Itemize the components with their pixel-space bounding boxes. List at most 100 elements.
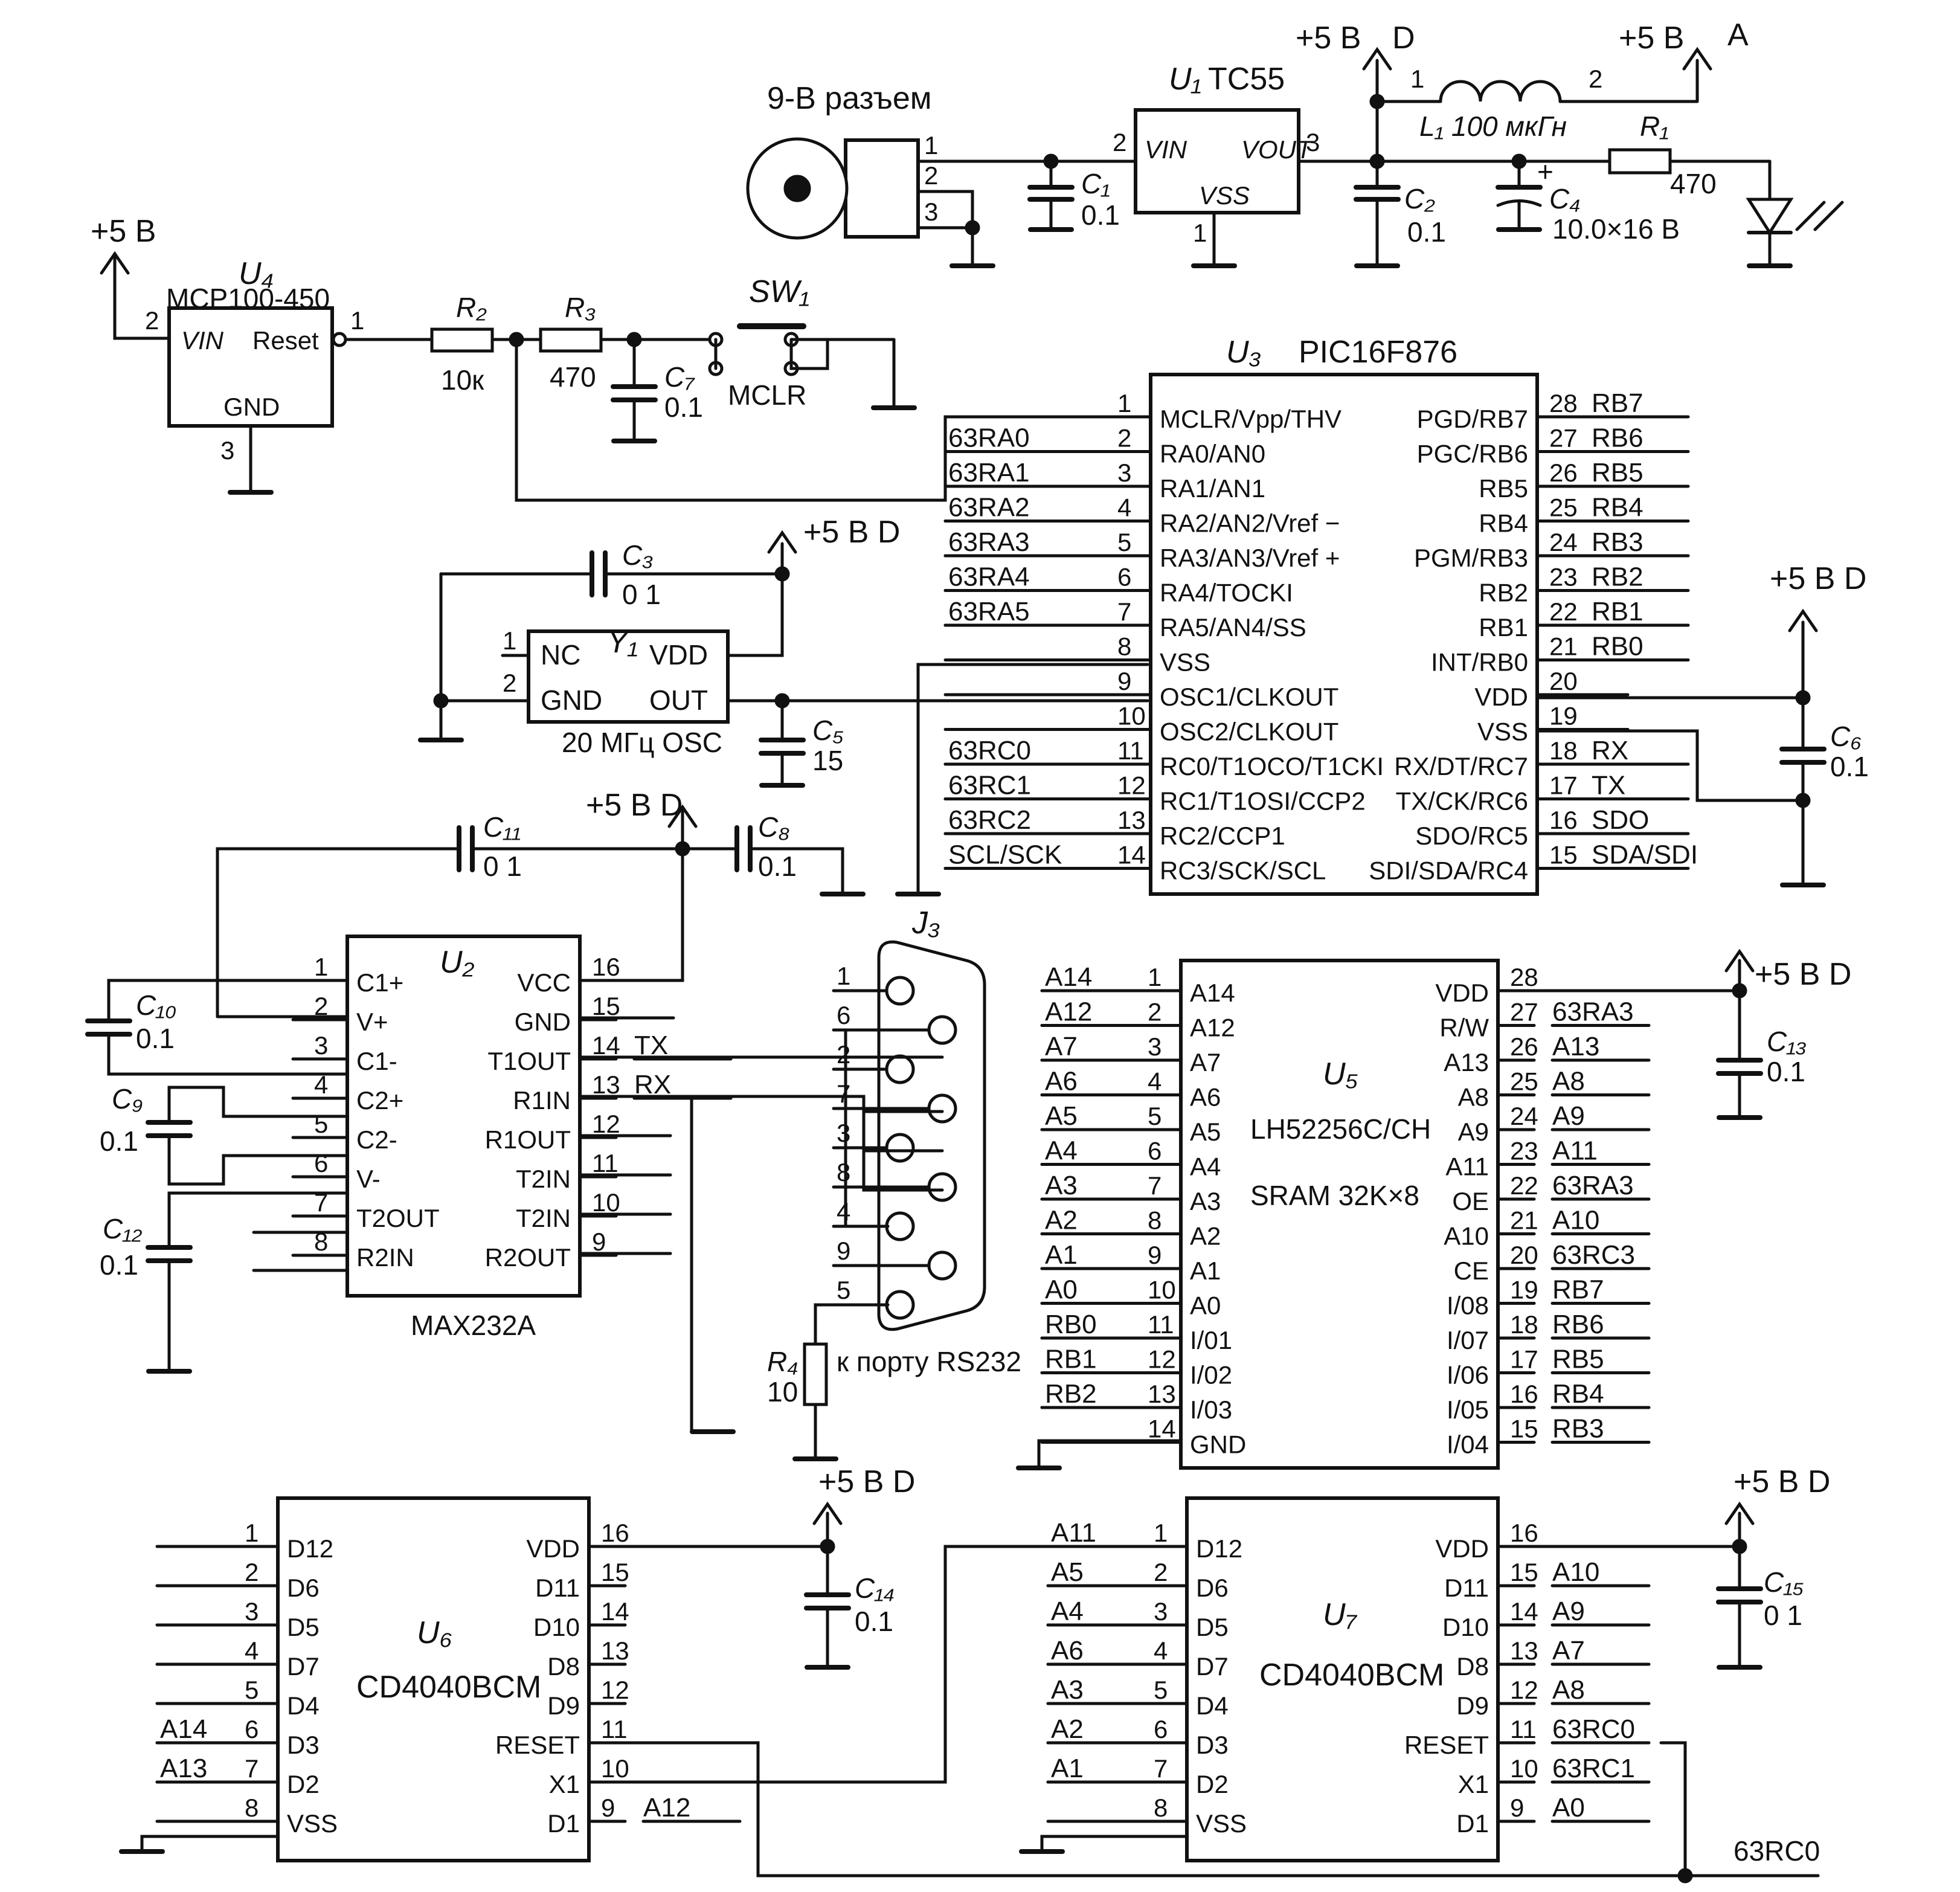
net-label: RB1 [1592, 597, 1644, 626]
pin-number: 8 [314, 1228, 328, 1256]
pin-name: V- [356, 1165, 381, 1193]
svg-text:1: 1 [503, 626, 516, 655]
pin-name: RB2 [1479, 579, 1528, 607]
svg-text:+5 В: +5 В [91, 214, 156, 249]
svg-text:2: 2 [924, 161, 938, 190]
svg-text:MCP100-450: MCP100-450 [166, 283, 330, 314]
svg-text:U₆: U₆ [417, 1615, 452, 1650]
svg-text:+5 В: +5 В [1619, 21, 1684, 56]
pin-name: D1 [547, 1809, 580, 1838]
pin-number: 10 [1117, 702, 1146, 730]
net-label: A10 [1552, 1206, 1599, 1235]
net-label: A5 [1051, 1557, 1084, 1587]
net-label: A8 [1552, 1067, 1585, 1096]
pin-name: VCC [517, 968, 571, 997]
pin-name: TX/CK/RC6 [1396, 787, 1528, 816]
pin-name: RESET [495, 1731, 580, 1759]
pin-name: RA4/TOCKI [1160, 579, 1293, 607]
pin-number: 15 [601, 1558, 629, 1586]
net-label: RB2 [1592, 562, 1644, 592]
pin-name: I/02 [1190, 1361, 1232, 1389]
net-label: SDO [1592, 805, 1649, 835]
pin-number: 4 [1117, 494, 1131, 522]
net-label: 63RC3 [1552, 1240, 1635, 1270]
svg-text:15: 15 [812, 745, 843, 776]
net-label: RB6 [1592, 423, 1644, 453]
connector-pin-icon [783, 175, 811, 202]
db9-shell [877, 940, 986, 1331]
pin-number: 5 [1117, 528, 1131, 556]
u6-body [276, 1496, 591, 1862]
pin-name: C2- [356, 1125, 397, 1154]
pin-name: A7 [1190, 1048, 1221, 1076]
svg-text:0.1: 0.1 [664, 391, 703, 423]
net-label: RB7 [1552, 1275, 1604, 1305]
svg-text:+5 В D: +5 В D [803, 515, 900, 550]
pin-number: 14 [1148, 1415, 1176, 1443]
pin-name: D5 [1196, 1613, 1229, 1641]
pin-number: 8 [1154, 1794, 1168, 1822]
pin-name: D2 [287, 1770, 320, 1798]
svg-text:10.0×16 В: 10.0×16 В [1552, 213, 1680, 245]
db9-pin-number: 2 [837, 1040, 850, 1069]
svg-text:C₄: C₄ [1549, 183, 1581, 214]
pin-name: D5 [287, 1613, 320, 1641]
svg-text:MCLR: MCLR [728, 379, 806, 411]
net-label: TX [1592, 771, 1625, 800]
svg-text:+5 В D: +5 В D [1770, 561, 1866, 596]
net-label: A4 [1051, 1597, 1084, 1626]
svg-text:3: 3 [924, 198, 938, 226]
net-label: 63RA3 [1552, 1171, 1634, 1200]
pin-name: A3 [1190, 1187, 1221, 1215]
net-label: A14 [1045, 962, 1092, 992]
pin-name: T2IN [516, 1204, 571, 1232]
net-label: 63RC1 [948, 771, 1031, 800]
net-label: A9 [1552, 1597, 1585, 1626]
pin-name: R1OUT [485, 1125, 571, 1154]
pin-number: 1 [314, 953, 328, 981]
svg-text:0.1: 0.1 [1830, 751, 1869, 782]
pin-number: 18 [1549, 736, 1578, 765]
u2-max232: U₂ MAX232A 1C1+2V+3C1-4C2+5C2-6V-7T2OUT8… [85, 788, 863, 1432]
net-label: 63RA5 [948, 597, 1030, 626]
pin-name: T2OUT [356, 1204, 440, 1232]
pin-number: 13 [1117, 806, 1146, 834]
svg-text:2: 2 [503, 669, 516, 697]
svg-text:C₁₄: C₁₄ [855, 1572, 895, 1604]
net-label: RB0 [1045, 1310, 1097, 1339]
plus5-d-label: +5 В [1296, 21, 1361, 56]
pin-number: 1 [1154, 1519, 1168, 1547]
pin-number: 2 [1117, 424, 1131, 452]
db9-pin [885, 1133, 915, 1163]
pin-number: 12 [1117, 771, 1146, 800]
pin-name: RA1/AN1 [1160, 474, 1265, 503]
svg-text:0.1: 0.1 [855, 1606, 893, 1637]
svg-text:0.1: 0.1 [100, 1249, 138, 1281]
svg-text:2: 2 [145, 306, 159, 335]
pin-number: 15 [1510, 1558, 1538, 1586]
oscillator-section: Y₁ NC GND VDD OUT 20 МГц OSC 1 2 C₃ 0 1 … [420, 515, 1149, 785]
pin-number: 15 [592, 992, 620, 1020]
svg-text:LH52256C/CH: LH52256C/CH [1250, 1113, 1431, 1145]
svg-text:C₃: C₃ [622, 539, 653, 571]
pin-name: D2 [1196, 1770, 1229, 1798]
net-label: A6 [1045, 1067, 1078, 1096]
pin-number: 11 [1510, 1715, 1537, 1743]
net-label: SCL/SCK [948, 840, 1062, 870]
svg-text:GND: GND [223, 393, 280, 421]
pin-name: D6 [287, 1574, 320, 1602]
pin-number: 7 [314, 1188, 328, 1217]
pin-number: 22 [1510, 1171, 1538, 1200]
pin-name: V+ [356, 1008, 388, 1036]
pin-name: I/01 [1190, 1326, 1232, 1354]
resistor-r3 [539, 327, 603, 353]
pin-name: A0 [1190, 1292, 1221, 1320]
pin-number: 2 [314, 992, 328, 1020]
pin-name: I/05 [1447, 1395, 1489, 1424]
db9-pin [927, 1093, 957, 1124]
net-label: A13 [1552, 1032, 1599, 1061]
pin-number: 10 [1148, 1276, 1176, 1304]
pin-number: 19 [1549, 702, 1578, 730]
svg-text:0.1: 0.1 [1407, 216, 1446, 248]
